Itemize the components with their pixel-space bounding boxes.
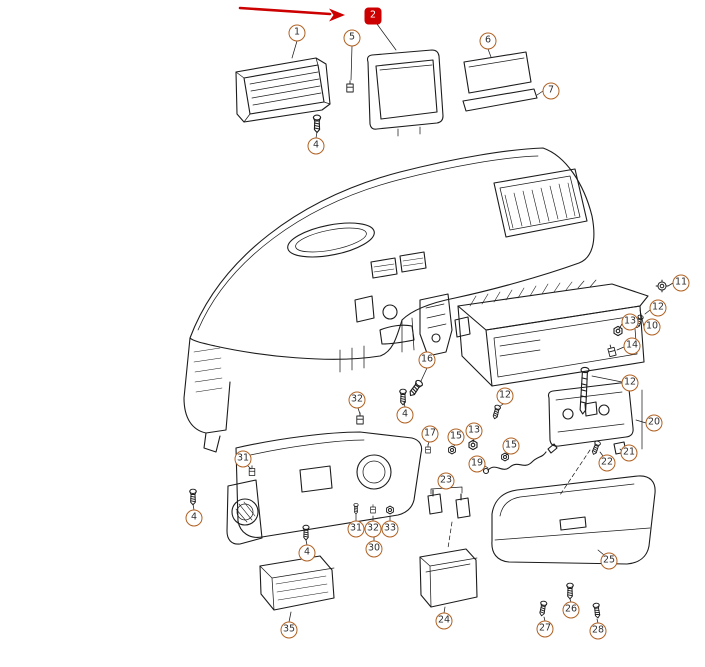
callout-24[interactable]: 24 [435, 612, 453, 630]
callout-26[interactable]: 26 [562, 601, 580, 619]
callout-4[interactable]: 4 [185, 509, 203, 527]
callout-10[interactable]: 10 [643, 318, 661, 336]
alignment-lines [447, 449, 591, 549]
callout-17[interactable]: 17 [421, 425, 439, 443]
callout-12[interactable]: 12 [496, 387, 514, 405]
callout-27[interactable]: 27 [536, 620, 554, 638]
callout-32[interactable]: 32 [364, 520, 382, 538]
callout-13[interactable]: 13 [465, 422, 483, 440]
callout-12[interactable]: 12 [621, 374, 639, 392]
callout-30[interactable]: 30 [365, 540, 383, 558]
callout-1[interactable]: 1 [288, 24, 306, 42]
part-dashboard-body [183, 147, 595, 453]
callout-14[interactable]: 14 [623, 337, 641, 355]
part-trim-strip-7 [462, 88, 538, 112]
callout-21[interactable]: 21 [620, 444, 638, 462]
part-lower-trim [226, 431, 423, 545]
callout-13[interactable]: 13 [621, 313, 639, 331]
callout-31[interactable]: 31 [234, 450, 252, 468]
callout-19[interactable]: 19 [468, 455, 486, 473]
callout-6[interactable]: 6 [479, 32, 497, 50]
callout-11[interactable]: 11 [672, 274, 690, 292]
callout-4[interactable]: 4 [298, 544, 316, 562]
callout-28[interactable]: 28 [589, 622, 607, 640]
callout-22[interactable]: 22 [598, 454, 616, 472]
part-storage-bin [419, 548, 478, 608]
part-tray-35 [259, 555, 335, 611]
callout-33[interactable]: 33 [381, 520, 399, 538]
callout-4[interactable]: 4 [396, 406, 414, 424]
callout-16[interactable]: 16 [418, 351, 436, 369]
callout-32[interactable]: 32 [348, 391, 366, 409]
callout-20[interactable]: 20 [645, 414, 663, 432]
callout-2[interactable]: 2 [364, 7, 382, 25]
callout-25[interactable]: 25 [600, 552, 618, 570]
part-cable-19 [482, 443, 558, 475]
part-damper-bracket [547, 382, 643, 450]
callout-15[interactable]: 15 [502, 437, 520, 455]
callout-5[interactable]: 5 [343, 29, 361, 47]
part-glovebox-frame [457, 279, 649, 387]
callout-7[interactable]: 7 [542, 82, 560, 100]
red-arrow-icon [238, 6, 345, 22]
part-air-vent [235, 57, 331, 123]
callout-31[interactable]: 31 [347, 520, 365, 538]
callout-23[interactable]: 23 [437, 472, 455, 490]
callout-12[interactable]: 12 [649, 299, 667, 317]
callout-4[interactable]: 4 [307, 137, 325, 155]
callout-15[interactable]: 15 [447, 428, 465, 446]
callout-35[interactable]: 35 [280, 621, 298, 639]
part-display-unit [366, 49, 444, 137]
part-trim-panel-6 [463, 51, 532, 94]
part-glovebox-lid [491, 475, 656, 565]
